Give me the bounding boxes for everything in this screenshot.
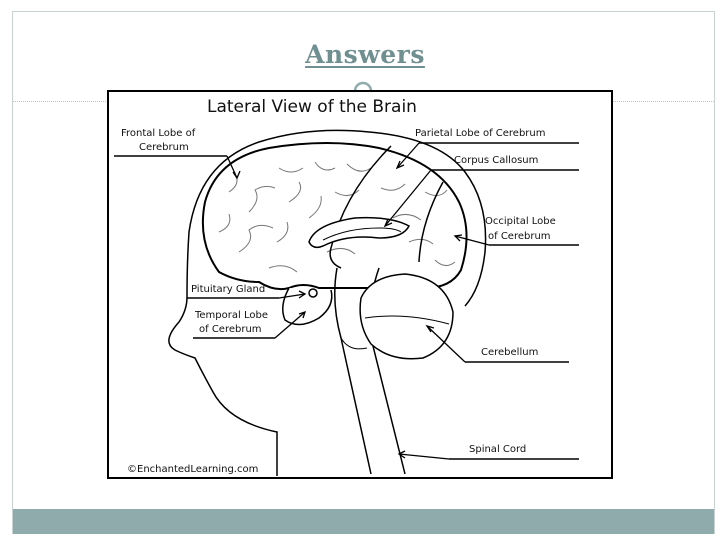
diagram-credit: ©EnchantedLearning.com <box>127 464 258 475</box>
brain-diagram-canvas: Lateral View of the Brain <box>114 97 579 476</box>
label-frontal-lobe-2: Cerebrum <box>139 142 189 153</box>
slide-title: Answers <box>305 40 425 69</box>
label-frontal-lobe-1: Frontal Lobe of <box>121 128 196 139</box>
label-corpus-callosum: Corpus Callosum <box>454 155 538 166</box>
brain-diagram: Lateral View of the Brain <box>107 90 613 479</box>
corpus-callosum-inner <box>322 227 402 241</box>
label-cerebellum: Cerebellum <box>481 347 538 358</box>
cerebellum-fold <box>364 315 450 325</box>
label-occipital-lobe-2: of Cerebrum <box>488 231 551 242</box>
label-temporal-lobe-2: of Cerebrum <box>199 324 262 335</box>
head-outline <box>168 129 487 476</box>
label-occipital-lobe-1: Occipital Lobe <box>485 216 556 227</box>
footer-band <box>13 509 714 534</box>
label-parietal-lobe: Parietal Lobe of Cerebrum <box>415 128 545 139</box>
temporal-lobe-shape <box>282 287 333 326</box>
corpus-callosum-shape <box>308 216 410 249</box>
cerebrum-folds <box>218 161 456 273</box>
pituitary-shape <box>308 288 318 298</box>
label-pituitary-gland: Pituitary Gland <box>191 284 265 295</box>
occipital-boundary <box>418 181 444 263</box>
cerebrum-outline <box>201 142 468 291</box>
pons-curve <box>340 337 368 350</box>
label-rules <box>114 142 579 460</box>
label-arrows <box>226 142 490 460</box>
label-spinal-cord: Spinal Cord <box>469 444 526 455</box>
diagram-heading: Lateral View of the Brain <box>207 97 417 117</box>
label-temporal-lobe-1: Temporal Lobe <box>194 310 268 321</box>
